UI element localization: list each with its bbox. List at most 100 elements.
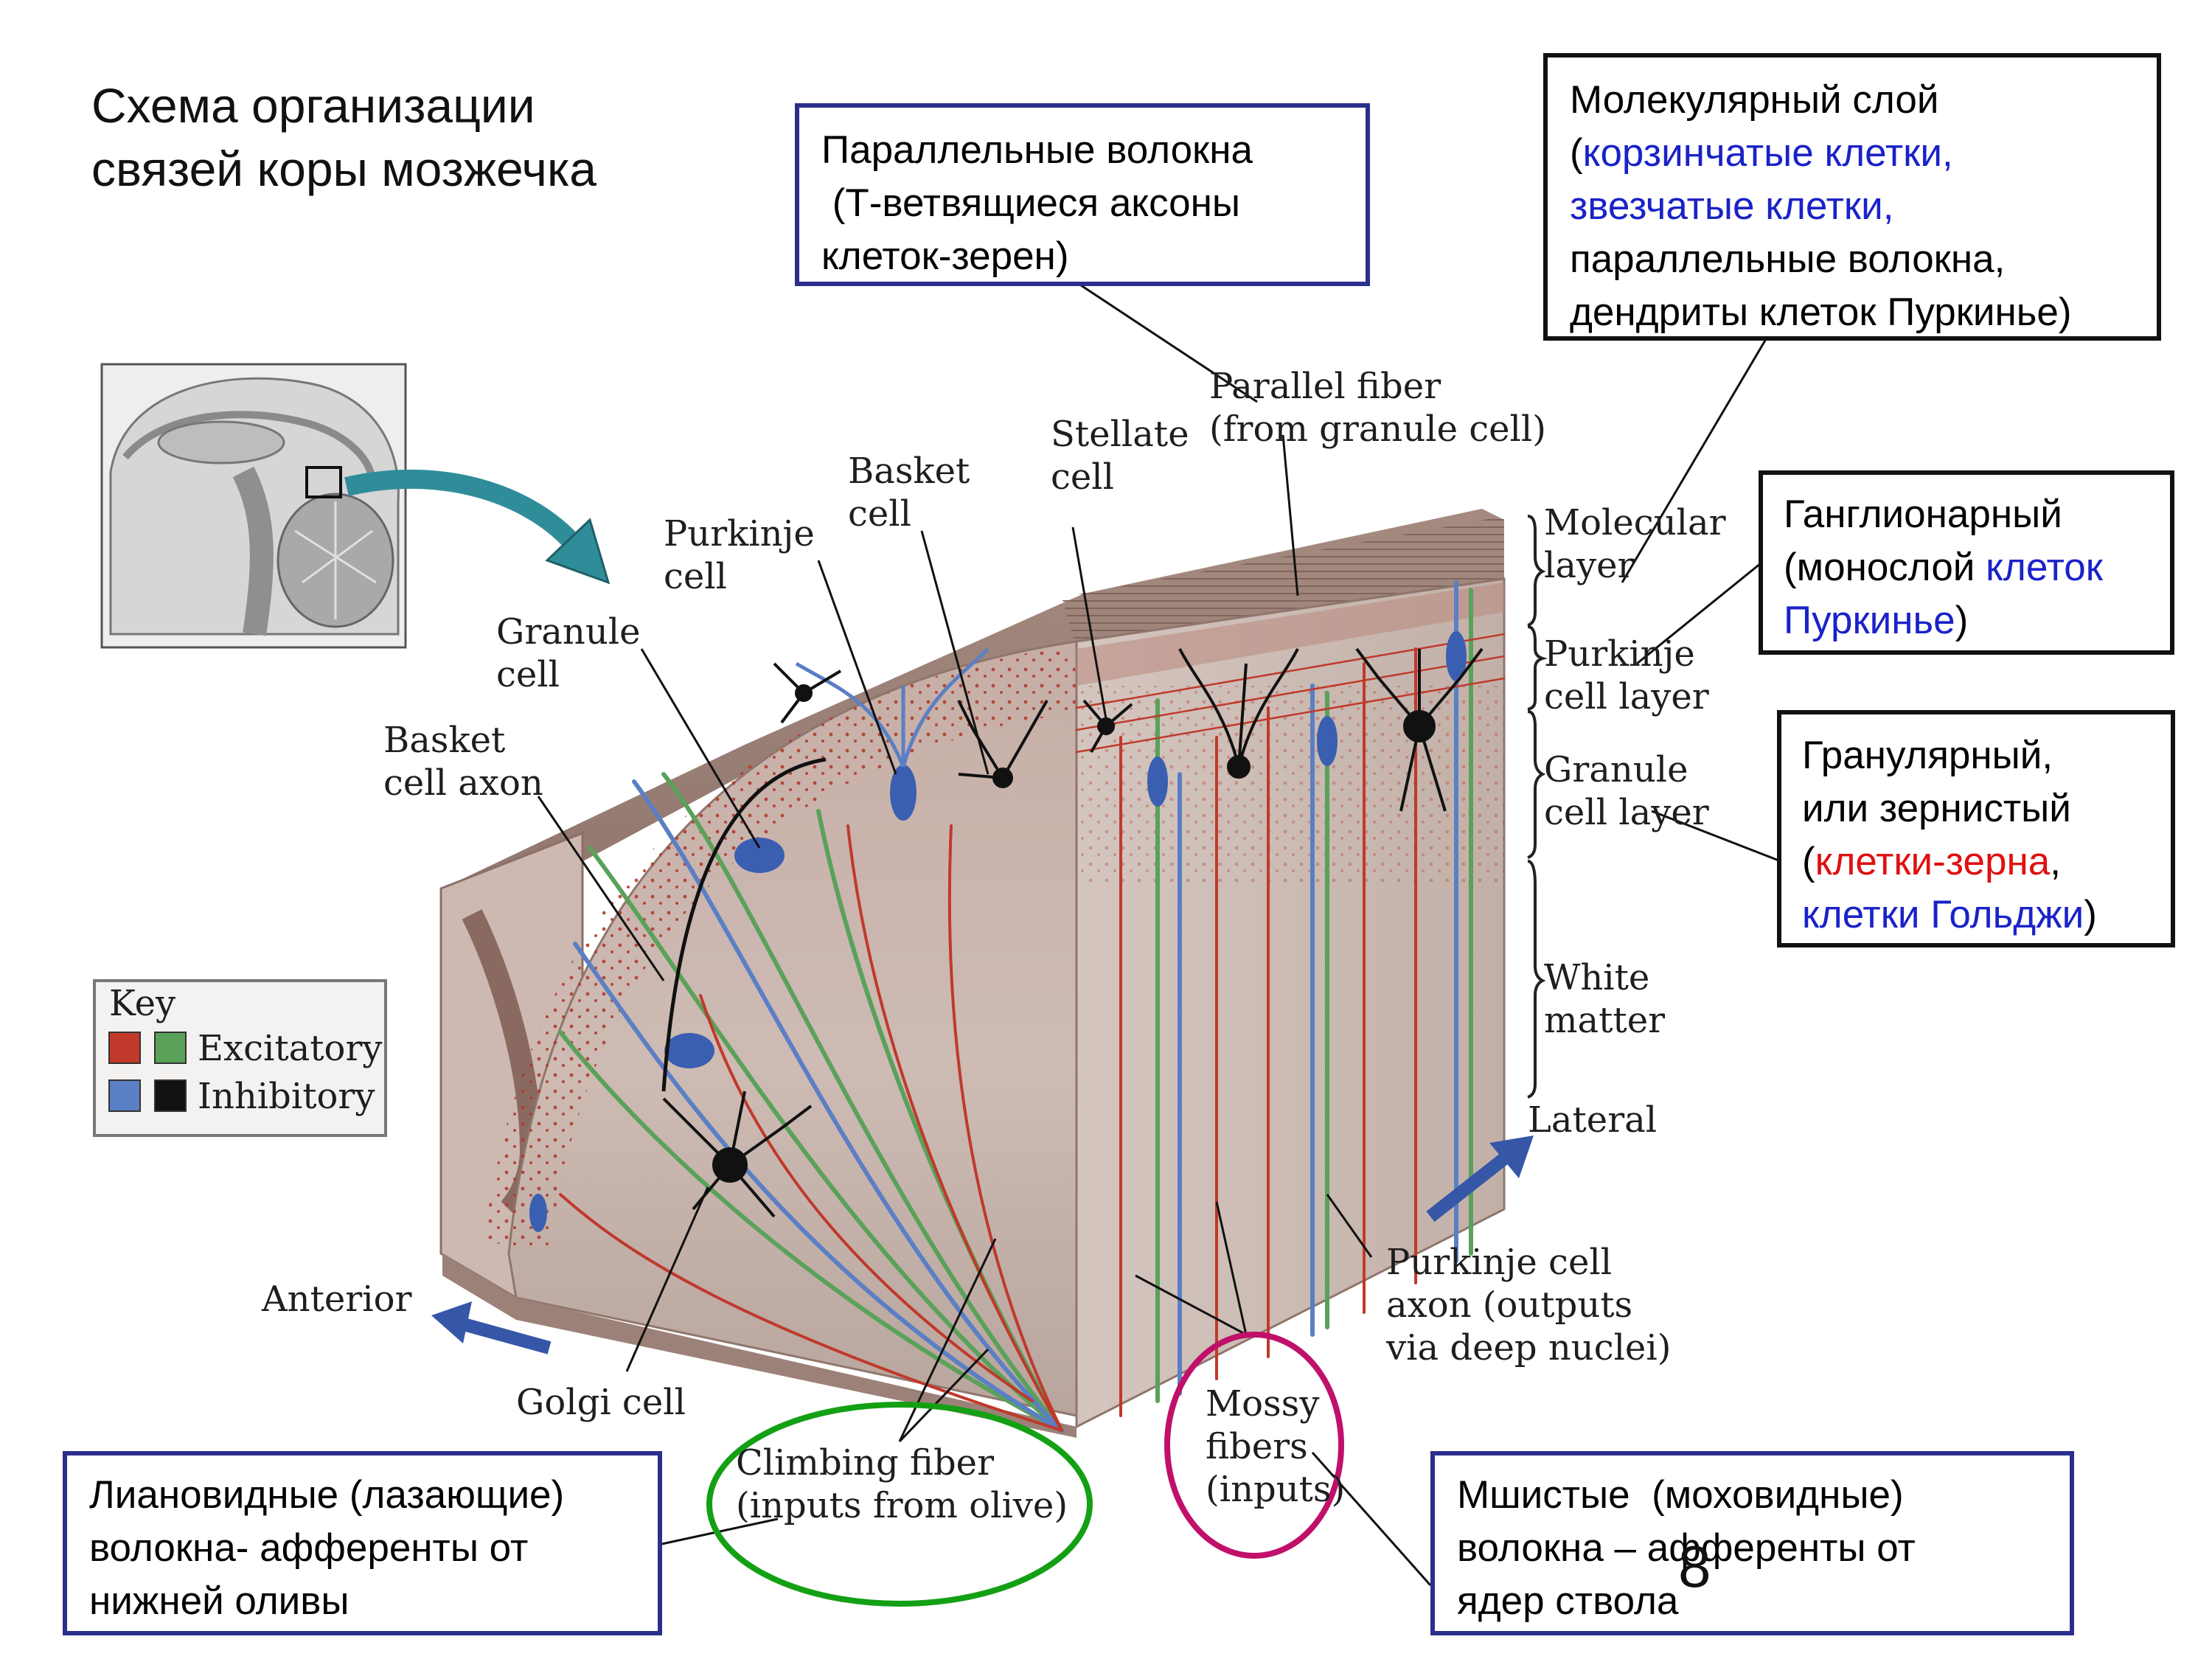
callout-ganglionic-l2b: клеток — [1986, 546, 2103, 589]
label-basket-axon-l2: cell axon — [383, 762, 543, 804]
callout-climbing-l2: волокна- афференты от — [89, 1526, 529, 1570]
golgi-cells-text: клетки Гольджи — [1802, 893, 2084, 936]
key-swatch-red — [108, 1032, 141, 1064]
label-purkinje-l1: Purkinje — [664, 513, 815, 554]
key-swatch-blue — [108, 1079, 141, 1112]
label-parallel-fiber: Parallel fiber (from granule cell) — [1209, 365, 1546, 451]
label-golgi-cell: Golgi cell — [516, 1382, 686, 1423]
label-stellate-cell: Stellate cell — [1051, 413, 1189, 498]
key-excitatory: Excitatory — [198, 1028, 383, 1069]
page-title-line1: Схема организации — [91, 78, 535, 133]
callout-parallel-l2: (Т-ветвящиеся аксоны — [821, 181, 1241, 225]
granule-cells-text: клетки-зерна — [1815, 840, 2051, 883]
label-stellate-l1: Stellate — [1051, 414, 1189, 455]
callout-granular-l3a: ( — [1802, 840, 1815, 883]
callout-granular-l3c: , — [2050, 840, 2061, 883]
label-parallel-fiber-l2: (from granule cell) — [1209, 408, 1546, 450]
callout-granular-l1: Гранулярный, — [1802, 734, 2053, 777]
mossy-fibers-highlight — [1164, 1332, 1344, 1559]
stellate-cells-text: звезчатые клетки, — [1570, 184, 1894, 228]
callout-granular-l2: или зернистый — [1802, 787, 2071, 830]
callout-granular-l4: клетки Гольджи) — [1802, 888, 2150, 942]
label-white-matter-l2: matter — [1544, 1000, 1666, 1041]
lateral-arrow — [1426, 1135, 1534, 1222]
anterior-arrow — [431, 1301, 552, 1354]
basket-stellate-cells — [661, 662, 1133, 1092]
callout-parallel-fibers: Параллельные волокна (Т-ветвящиеся аксон… — [795, 103, 1370, 286]
label-purkinje-cell-layer: Purkinje cell layer — [1544, 633, 1709, 718]
key-swatch-black — [154, 1079, 187, 1112]
callout-climbing-fibers: Лиановидные (лазающие) волокна- афферент… — [63, 1451, 662, 1635]
golgi-cells — [662, 647, 1484, 1218]
callout-molecular-l5: дендриты клеток Пуркинье) — [1570, 291, 2072, 334]
label-purkinje-axon-l1: Purkinje cell — [1386, 1242, 1613, 1283]
callout-connectors — [658, 281, 1785, 1586]
label-basket-l2: cell — [848, 493, 911, 535]
callout-molecular-l2: (корзинчатые клетки, — [1570, 127, 2135, 180]
callout-mossy-fibers: Мшистые (моховидные) волокна – афференты… — [1430, 1451, 2074, 1635]
callout-granular-l3: (клетки-зерна, — [1802, 835, 2150, 888]
label-granule-layer-l1: Granule — [1544, 749, 1688, 790]
basket-cells-text: корзинчатые клетки, — [1582, 131, 1953, 175]
label-stellate-l2: cell — [1051, 456, 1114, 498]
label-basket-axon-l1: Basket — [383, 720, 506, 761]
label-granule-cell-layer: Granule cell layer — [1544, 748, 1709, 834]
callout-molecular-l4: параллельные волокна, — [1570, 237, 2006, 281]
label-molecular-l2: layer — [1544, 545, 1635, 586]
label-climbing-fiber: Climbing fiber (inputs from olive) — [736, 1441, 1068, 1527]
callout-granular-layer: Гранулярный, или зернистый (клетки-зерна… — [1777, 710, 2175, 947]
label-mossy-fibers: Mossy fibers (inputs) — [1206, 1382, 1345, 1511]
label-parallel-fiber-l1: Parallel fiber — [1209, 366, 1441, 407]
label-granule-cell: Granule cell — [496, 611, 641, 696]
callout-ganglionic-l3a: Пуркинье — [1784, 599, 1955, 642]
label-lateral: Lateral — [1528, 1099, 1658, 1141]
zoom-arrow — [344, 469, 611, 585]
label-purkinje-axon-l2: axon (outputs — [1386, 1284, 1633, 1326]
callout-molecular-l1: Молекулярный слой — [1570, 78, 1939, 122]
callout-ganglionic-l2: (монослой клеток — [1784, 541, 2149, 594]
callout-molecular-layer: Молекулярный слой (корзинчатые клетки, з… — [1543, 53, 2161, 341]
callout-climbing-l3: нижней оливы — [89, 1579, 349, 1623]
callout-ganglionic-l3b: ) — [1955, 599, 1969, 642]
purkinje-cells — [529, 631, 1467, 1232]
callout-parallel-l3: клеток-зерен) — [821, 234, 1069, 278]
callout-molecular-l2a: ( — [1570, 131, 1583, 175]
callout-ganglionic-l2a: (монослой — [1784, 546, 1986, 589]
key-title: Key — [109, 983, 176, 1024]
callout-ganglionic-layer: Ганглионарный (монослой клеток Пуркинье) — [1759, 470, 2174, 655]
label-mossy-l2: fibers — [1206, 1426, 1308, 1467]
label-purkinje-axon: Purkinje cell axon (outputs via deep nuc… — [1386, 1241, 1671, 1369]
label-mossy-l1: Mossy — [1206, 1383, 1320, 1425]
page-number: 8 — [1678, 1534, 1711, 1599]
label-basket-cell: Basket cell — [848, 450, 970, 535]
label-purkinje-l2: cell — [664, 556, 727, 597]
callout-ganglionic-l3: Пуркинье) — [1784, 594, 2149, 647]
callout-ganglionic-l1: Ганглионарный — [1784, 493, 2062, 536]
page-title: Схема организации связей коры мозжечка — [91, 74, 597, 201]
brain-thumbnail — [100, 363, 407, 649]
label-purkinje-cell: Purkinje cell — [664, 512, 815, 598]
key-swatch-green — [154, 1032, 187, 1064]
label-purkinje-layer-l2: cell layer — [1544, 676, 1709, 717]
label-purkinje-layer-l1: Purkinje — [1544, 633, 1695, 675]
label-purkinje-axon-l3: via deep nuclei) — [1386, 1327, 1672, 1368]
label-granule-l2: cell — [496, 654, 560, 695]
callout-mossy-l1: Мшистые (моховидные) — [1457, 1473, 1904, 1517]
label-mossy-l3: (inputs) — [1206, 1469, 1346, 1510]
callout-parallel-l1: Параллельные волокна — [821, 128, 1253, 172]
fibers — [558, 580, 1506, 1433]
callout-granular-l4b: ) — [2084, 893, 2097, 936]
key-inhibitory: Inhibitory — [198, 1076, 375, 1117]
label-anterior: Anterior — [262, 1279, 412, 1320]
callout-mossy-l2: волокна – афференты от — [1457, 1526, 1916, 1570]
callout-mossy-l3: ядер ствола — [1457, 1579, 1679, 1623]
layer-braces — [1527, 515, 1548, 1099]
label-granule-layer-l2: cell layer — [1544, 792, 1709, 833]
label-basket-cell-axon: Basket cell axon — [383, 719, 543, 804]
label-white-matter-l1: White — [1544, 957, 1650, 998]
climbing-fiber-highlight — [706, 1402, 1093, 1607]
label-molecular-l1: Molecular — [1544, 502, 1726, 543]
legend-key — [93, 979, 387, 1137]
callout-climbing-l1: Лиановидные (лазающие) — [89, 1473, 565, 1517]
